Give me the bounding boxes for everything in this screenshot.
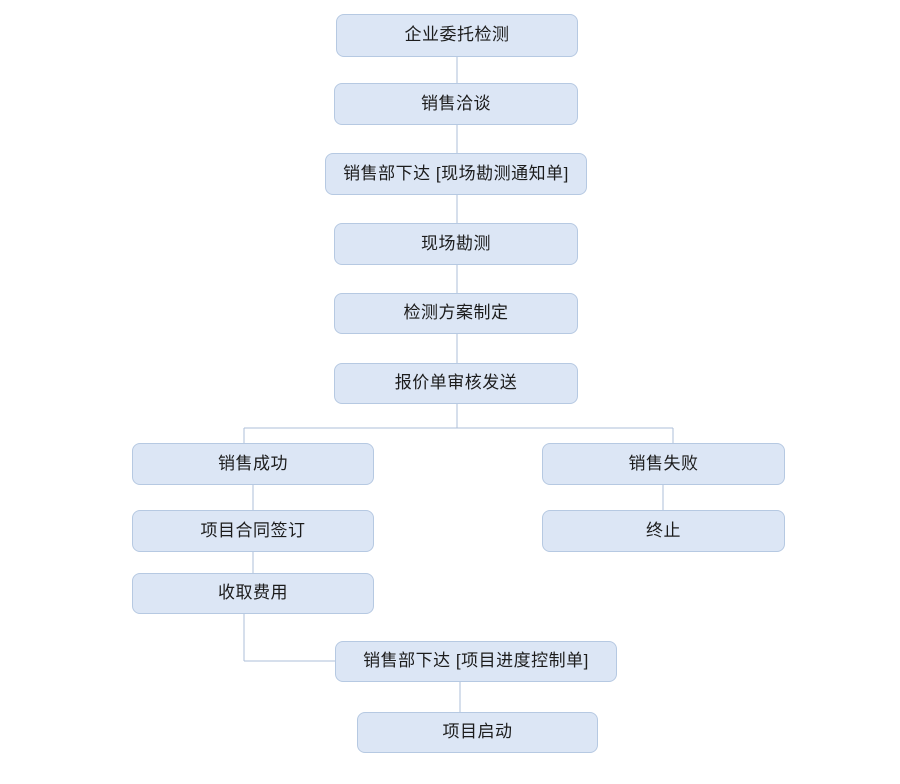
node-collect-fees[interactable]: 收取费用 [132,573,374,614]
node-label: 项目合同签订 [200,520,306,540]
node-label: 报价单审核发送 [394,373,518,393]
node-sales-dept-issue-project-progress-control-sheet[interactable]: 销售部下达 [项目进度控制单] [335,641,617,682]
node-label: 销售洽谈 [421,93,491,113]
node-label: 收取费用 [218,583,288,603]
node-label: 销售失败 [628,453,699,473]
node-quotation-review-and-send[interactable]: 报价单审核发送 [334,363,578,404]
node-label: 销售部下达 [项目进度控制单] [363,651,589,671]
node-inspection-plan-formulation[interactable]: 检测方案制定 [334,293,578,334]
node-sales-negotiation[interactable]: 销售洽谈 [334,83,578,125]
node-sales-dept-issue-site-survey-notice[interactable]: 销售部下达 [现场勘测通知单] [325,153,587,195]
node-site-survey[interactable]: 现场勘测 [334,223,578,265]
node-sales-failure[interactable]: 销售失败 [542,443,785,485]
node-enterprise-commission-inspection[interactable]: 企业委托检测 [336,14,578,57]
node-project-kickoff[interactable]: 项目启动 [357,712,598,753]
node-sales-success[interactable]: 销售成功 [132,443,374,485]
node-label: 终止 [646,520,681,540]
node-label: 项目启动 [442,722,513,742]
node-label: 现场勘测 [421,233,491,253]
node-label: 企业委托检测 [404,25,510,45]
node-terminate[interactable]: 终止 [542,510,785,552]
node-project-contract-signing[interactable]: 项目合同签订 [132,510,374,552]
node-label: 销售部下达 [现场勘测通知单] [343,163,569,183]
node-label: 销售成功 [218,453,288,473]
node-label: 检测方案制定 [403,303,509,323]
